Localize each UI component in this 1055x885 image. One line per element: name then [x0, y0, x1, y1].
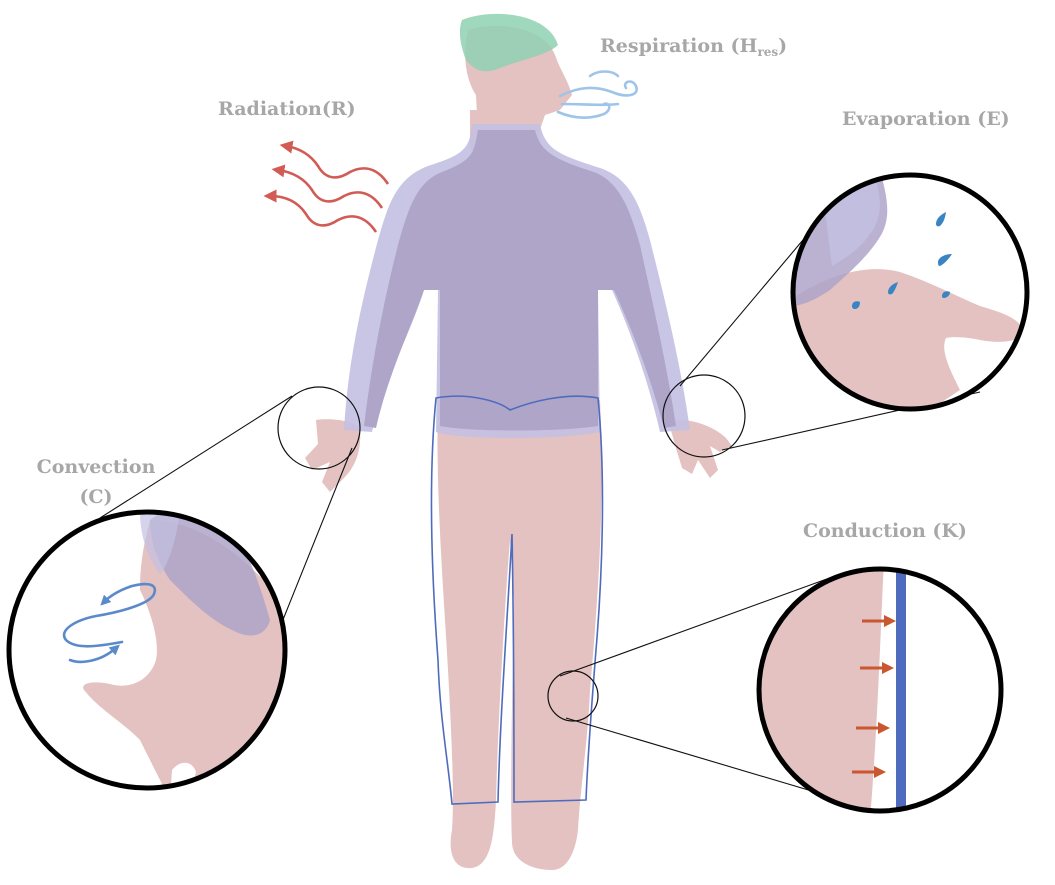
radiation-waves-icon	[270, 146, 388, 232]
convection-label-line2: (C)	[32, 482, 160, 512]
respiration-label-close: )	[778, 35, 787, 57]
conduction-magnifier	[750, 560, 1010, 820]
respiration-label: Respiration (Hres)	[600, 35, 787, 59]
convection-magnifier	[0, 500, 300, 800]
conduction-label: Conduction (K)	[803, 520, 967, 542]
respiration-label-main: Respiration (H	[600, 35, 757, 57]
evaporation-magnifier	[790, 170, 1030, 410]
evaporation-label: Evaporation (E)	[842, 108, 1010, 130]
respiration-label-subscript: res	[757, 45, 778, 59]
shirt	[344, 124, 690, 438]
convection-label: Convection (C)	[32, 452, 160, 512]
convection-label-line1: Convection	[32, 452, 160, 482]
radiation-label: Radiation(R)	[218, 98, 356, 120]
